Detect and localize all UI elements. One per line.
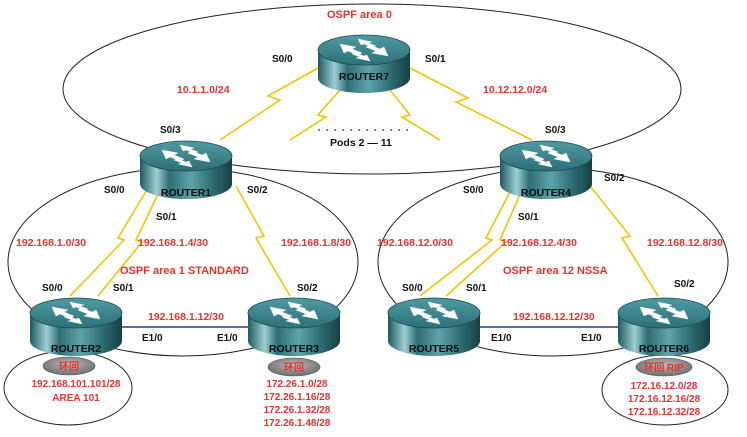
loopback-r2-line: 192.168.101.101/28 [32,379,121,390]
net-192-168-12-0: 192.168.12.0/30 [377,237,453,249]
net-192-168-1-12: 192.168.1.12/30 [148,311,224,323]
loopback-badge-r3 [267,357,321,377]
iface-r5-s01: S0/1 [466,283,487,294]
serial-link-r4-r6 [589,185,659,297]
iface-r1-s03: S0/3 [160,125,181,136]
iface-r4-s01: S0/1 [518,212,539,223]
iface-r3-s02: S0/2 [297,283,318,294]
iface-r7-s01: S0/1 [425,54,446,65]
iface-r2-e10: E1/0 [142,333,163,344]
loopback-badge-r6-text: 环回 RIP [644,362,684,374]
serial-link-r1-r2-a [69,187,149,297]
router3-label: ROUTER3 [269,343,319,355]
serial-link-r1-r2-b [97,189,161,297]
net-10-1-1-0: 10.1.1.0/24 [177,84,230,96]
loopback-r2-line: AREA 101 [52,393,100,404]
serial-link-r4-r5-a [419,187,513,297]
router5-label: ROUTER5 [409,343,459,355]
iface-r1-s01: S0/1 [156,212,177,223]
loopback-r3-line: 172.26.1.32/28 [264,405,331,416]
net-192-168-12-8: 192.168.12.8/30 [647,237,723,249]
area0-boundary [62,3,682,175]
loopback-r6-line: 172.16.12.0/28 [631,381,698,392]
router7-label: ROUTER7 [339,71,389,83]
iface-r4-s03: S0/3 [545,125,566,136]
loopback-badge-r3-text: 环回 [284,362,304,374]
serial-link-r1-r3 [235,185,291,297]
net-192-168-1-4: 192.168.1.4/30 [138,237,208,249]
iface-r3-e10: E1/0 [217,333,238,344]
iface-r2-s00: S0/0 [42,283,63,294]
router7[interactable] [317,34,411,94]
iface-r6-s02: S0/2 [674,279,695,290]
loopback-r6-line: 172.16.12.16/28 [628,394,701,405]
pods-label: Pods 2 — 11 [330,137,392,149]
iface-r4-s02: S0/2 [604,173,625,184]
iface-r5-s00: S0/0 [402,283,423,294]
router4-label: ROUTER4 [521,187,571,199]
area0-title: OSPF area 0 [327,9,392,21]
iface-r7-s00: S0/0 [272,54,293,65]
loopback-r3-line: 172.26.1.48/28 [264,418,331,429]
area1-title: OSPF area 1 STANDARD [120,265,249,277]
serial-link-r7-pods-right [389,89,441,141]
loopback-r6-line: 172.16.12.32/28 [628,407,701,418]
loopback-badge-r6 [635,357,693,377]
serial-link-r7-pods-left [289,89,341,141]
net-192-168-12-12: 192.168.12.12/30 [513,311,595,323]
loopback-badge-r2-text: 环回 [59,361,79,373]
net-192-168-1-8: 192.168.1.8/30 [281,237,351,249]
iface-r5-e10: E1/0 [491,333,512,344]
area12-title: OSPF area 12 NSSA [503,265,608,277]
iface-r1-s02: S0/2 [247,185,268,196]
router2-label: ROUTER2 [51,343,101,355]
net-10-12-12-0: 10.12.12.0/24 [483,84,547,96]
loopback-r3-line: 172.26.1.16/28 [264,392,331,403]
iface-r2-s01: S0/1 [113,283,134,294]
serial-link-r7-r4 [409,67,533,141]
net-192-168-12-4: 192.168.12.4/30 [501,237,577,249]
loopback-badge-r2 [42,356,96,376]
loopback-r3-line: 172.26.1.0/28 [266,379,328,390]
iface-r6-e10: E1/0 [581,333,602,344]
router6-label: ROUTER6 [639,343,689,355]
serial-link-r7-r1 [219,67,319,141]
iface-r1-s00: S0/0 [104,185,125,196]
router1-label: ROUTER1 [161,187,211,199]
serial-link-r4-r5-b [445,189,523,297]
iface-r4-s00: S0/0 [463,185,484,196]
net-192-168-1-0: 192.168.1.0/30 [16,237,86,249]
